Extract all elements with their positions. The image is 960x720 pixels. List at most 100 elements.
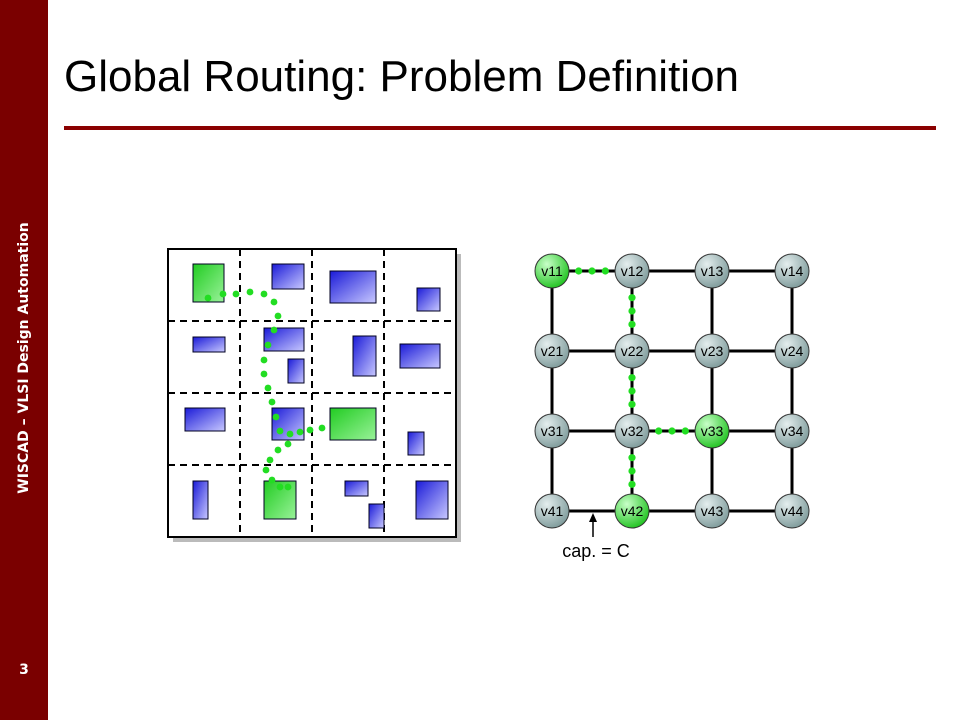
route-dot (274, 312, 282, 320)
cell-block (271, 263, 305, 290)
graph-node-label: v22 (621, 343, 644, 359)
graph-node-v31 (534, 413, 570, 449)
green-pin-block (329, 407, 377, 441)
graph-node-v43 (694, 493, 730, 529)
route-dot (306, 426, 314, 434)
route-dot (270, 326, 278, 334)
graph-node-v22 (614, 333, 650, 369)
cell-block (263, 327, 305, 352)
cell-block (329, 270, 377, 304)
graph-node-label: v13 (701, 263, 724, 279)
route-dot (628, 467, 636, 475)
graph-edges (550, 269, 794, 513)
graph-node-v11 (534, 253, 570, 289)
cell-block (399, 343, 441, 369)
capacity-arrow-head (589, 513, 597, 522)
route-dot (628, 400, 636, 408)
graph-node-v34 (774, 413, 810, 449)
route-dot (286, 430, 294, 438)
route-dot (264, 384, 272, 392)
route-dot (284, 483, 292, 491)
graph-node-label: v42 (621, 503, 644, 519)
graph-nodes: v11 v12 v13 v14 v21 v22 v23 v24 v31 v32 v33 v34 v41 v… (534, 253, 810, 529)
route-dot (219, 290, 227, 298)
route-dot (268, 398, 276, 406)
graph-node-v23 (694, 333, 730, 369)
route-dot (284, 440, 292, 448)
route-dot (318, 424, 326, 432)
route-dot (272, 413, 280, 421)
route-dot (628, 294, 636, 302)
graph-node-v21 (534, 333, 570, 369)
cell-block (416, 287, 441, 312)
route-dot (628, 454, 636, 462)
route-dot (655, 427, 663, 435)
route-dot (246, 288, 254, 296)
graph-node-v13 (694, 253, 730, 289)
route-dot (260, 356, 268, 364)
title-rule (64, 126, 936, 130)
route-dot (628, 307, 636, 315)
route-dot (276, 427, 284, 435)
route-dot (628, 320, 636, 328)
graph-node-label: v14 (781, 263, 804, 279)
graph-node-v41 (534, 493, 570, 529)
slide-title: Global Routing: Problem Definition (64, 52, 740, 101)
route-dot (628, 480, 636, 488)
cell-block (192, 336, 226, 353)
graph-node-label: v41 (541, 503, 564, 519)
route-dot (668, 427, 676, 435)
route-dot (601, 267, 609, 275)
graph-node-v24 (774, 333, 810, 369)
graph-node-label: v11 (541, 263, 563, 279)
route-dot (260, 370, 268, 378)
route-dot (204, 294, 212, 302)
route-dot (266, 456, 274, 464)
graph-node-label: v34 (781, 423, 804, 439)
cell-block (287, 358, 305, 384)
route-dot (268, 476, 276, 484)
sidebar-band: WISCAD – VLSI Design Automation 3 (0, 0, 48, 720)
route-dot (264, 341, 272, 349)
graph-node-label: v21 (541, 343, 564, 359)
graph-node-label: v43 (701, 503, 724, 519)
graph-node-v14 (774, 253, 810, 289)
graph-node-label: v23 (701, 343, 724, 359)
graph-node-v12 (614, 253, 650, 289)
graph-node-v32 (614, 413, 650, 449)
route-dot (681, 427, 689, 435)
graph-node-label: v31 (541, 423, 564, 439)
cell-block (407, 431, 425, 456)
route-dot (274, 446, 282, 454)
bin-grid-lines (168, 249, 456, 537)
route-dot (588, 267, 596, 275)
capacity-label: cap. = C (562, 541, 630, 561)
route-dot (270, 298, 278, 306)
graph-node-label: v24 (781, 343, 804, 359)
route-dot (276, 483, 284, 491)
graph-node-label: v32 (621, 423, 644, 439)
route-dot (260, 290, 268, 298)
route-dot (296, 428, 304, 436)
graph-node-v44 (774, 493, 810, 529)
route-dot (575, 267, 583, 275)
cell-block (415, 480, 449, 520)
graph-node-label: v44 (781, 503, 804, 519)
layout-panel (167, 248, 461, 542)
cell-block (368, 503, 385, 529)
cell-block (344, 480, 369, 497)
graph-node-label: v33 (701, 423, 724, 439)
cell-block (192, 480, 209, 520)
graph-node-v33 (694, 413, 730, 449)
capacity-annotation: cap. = C (562, 513, 630, 561)
route-dot (628, 374, 636, 382)
route-dot (262, 466, 270, 474)
grid-graph: v11 v12 v13 v14 v21 v22 v23 v24 v31 v32 v33 v34 v41 v… (534, 253, 810, 561)
route-dot (628, 387, 636, 395)
page-number: 3 (19, 662, 29, 678)
cell-block (352, 335, 377, 377)
graph-node-v42 (614, 493, 650, 529)
cell-block (184, 407, 226, 432)
graph-node-label: v12 (621, 263, 644, 279)
